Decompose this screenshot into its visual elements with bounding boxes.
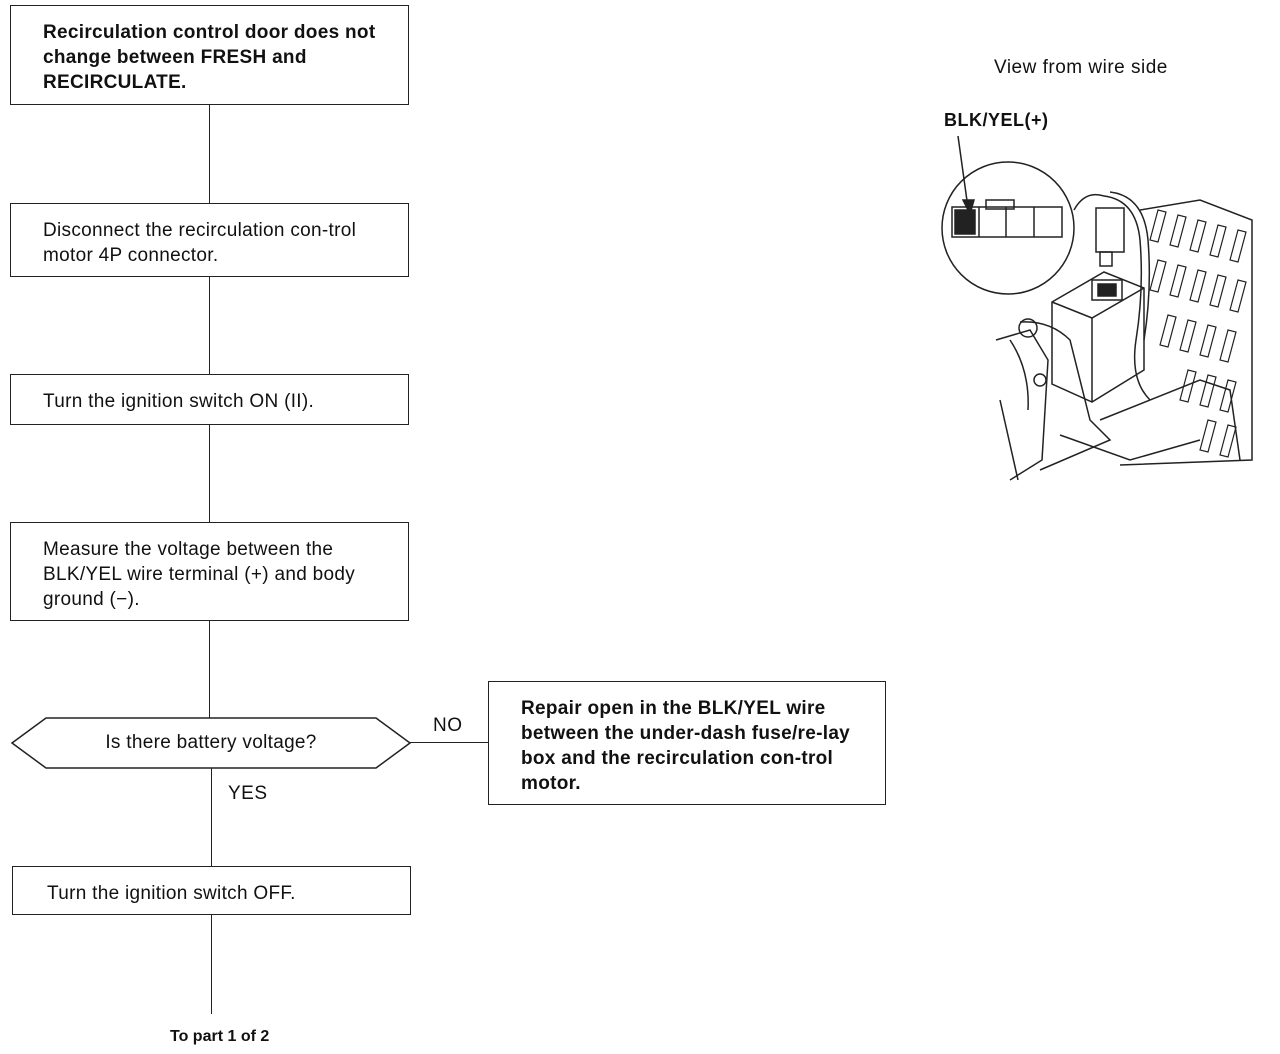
terminal-callout: BLK/YEL(+)	[944, 110, 1049, 130]
step-ignition-off-box: Turn the ignition switch OFF.	[12, 866, 411, 915]
repair-action-box: Repair open in the BLK/YEL wire between …	[488, 681, 886, 805]
step-ignition-on-box: Turn the ignition switch ON (II).	[10, 374, 409, 425]
connector-line-1	[209, 104, 210, 204]
magnifier-circle	[941, 161, 1075, 295]
yes-branch-label: YES	[228, 783, 268, 804]
connector-line-5	[211, 768, 212, 866]
connector-line-6	[211, 914, 212, 1014]
connector-line-3	[209, 424, 210, 522]
connector-line-4	[209, 620, 210, 718]
connector-location-illustration	[941, 135, 1253, 481]
connector-face	[951, 206, 1063, 238]
step-disconnect-text: Disconnect the recirculation con-trol mo…	[43, 220, 357, 266]
decision-text: Is there battery voltage?	[105, 732, 317, 753]
no-branch-label: NO	[433, 715, 463, 736]
connector-line-2	[209, 276, 210, 374]
step-ignition-off-text: Turn the ignition switch OFF.	[47, 883, 296, 904]
continuation-note: To part 1 of 2	[170, 1028, 270, 1045]
callout-arrow	[957, 135, 969, 209]
repair-action-text: Repair open in the BLK/YEL wire between …	[521, 698, 851, 794]
no-branch-line	[409, 742, 488, 743]
step-ignition-on-text: Turn the ignition switch ON (II).	[43, 391, 315, 412]
recirculation-motor	[1051, 271, 1145, 403]
step-symptom-box: Recirculation control door does not chan…	[10, 5, 409, 105]
view-caption: View from wire side	[994, 57, 1168, 78]
step-measure-text: Measure the voltage between the BLK/YEL …	[43, 539, 356, 610]
step-disconnect-box: Disconnect the recirculation con-trol mo…	[10, 203, 409, 277]
step-symptom-text: Recirculation control door does not chan…	[43, 22, 376, 93]
step-measure-box: Measure the voltage between the BLK/YEL …	[10, 522, 409, 621]
wire-plug	[1095, 207, 1125, 253]
